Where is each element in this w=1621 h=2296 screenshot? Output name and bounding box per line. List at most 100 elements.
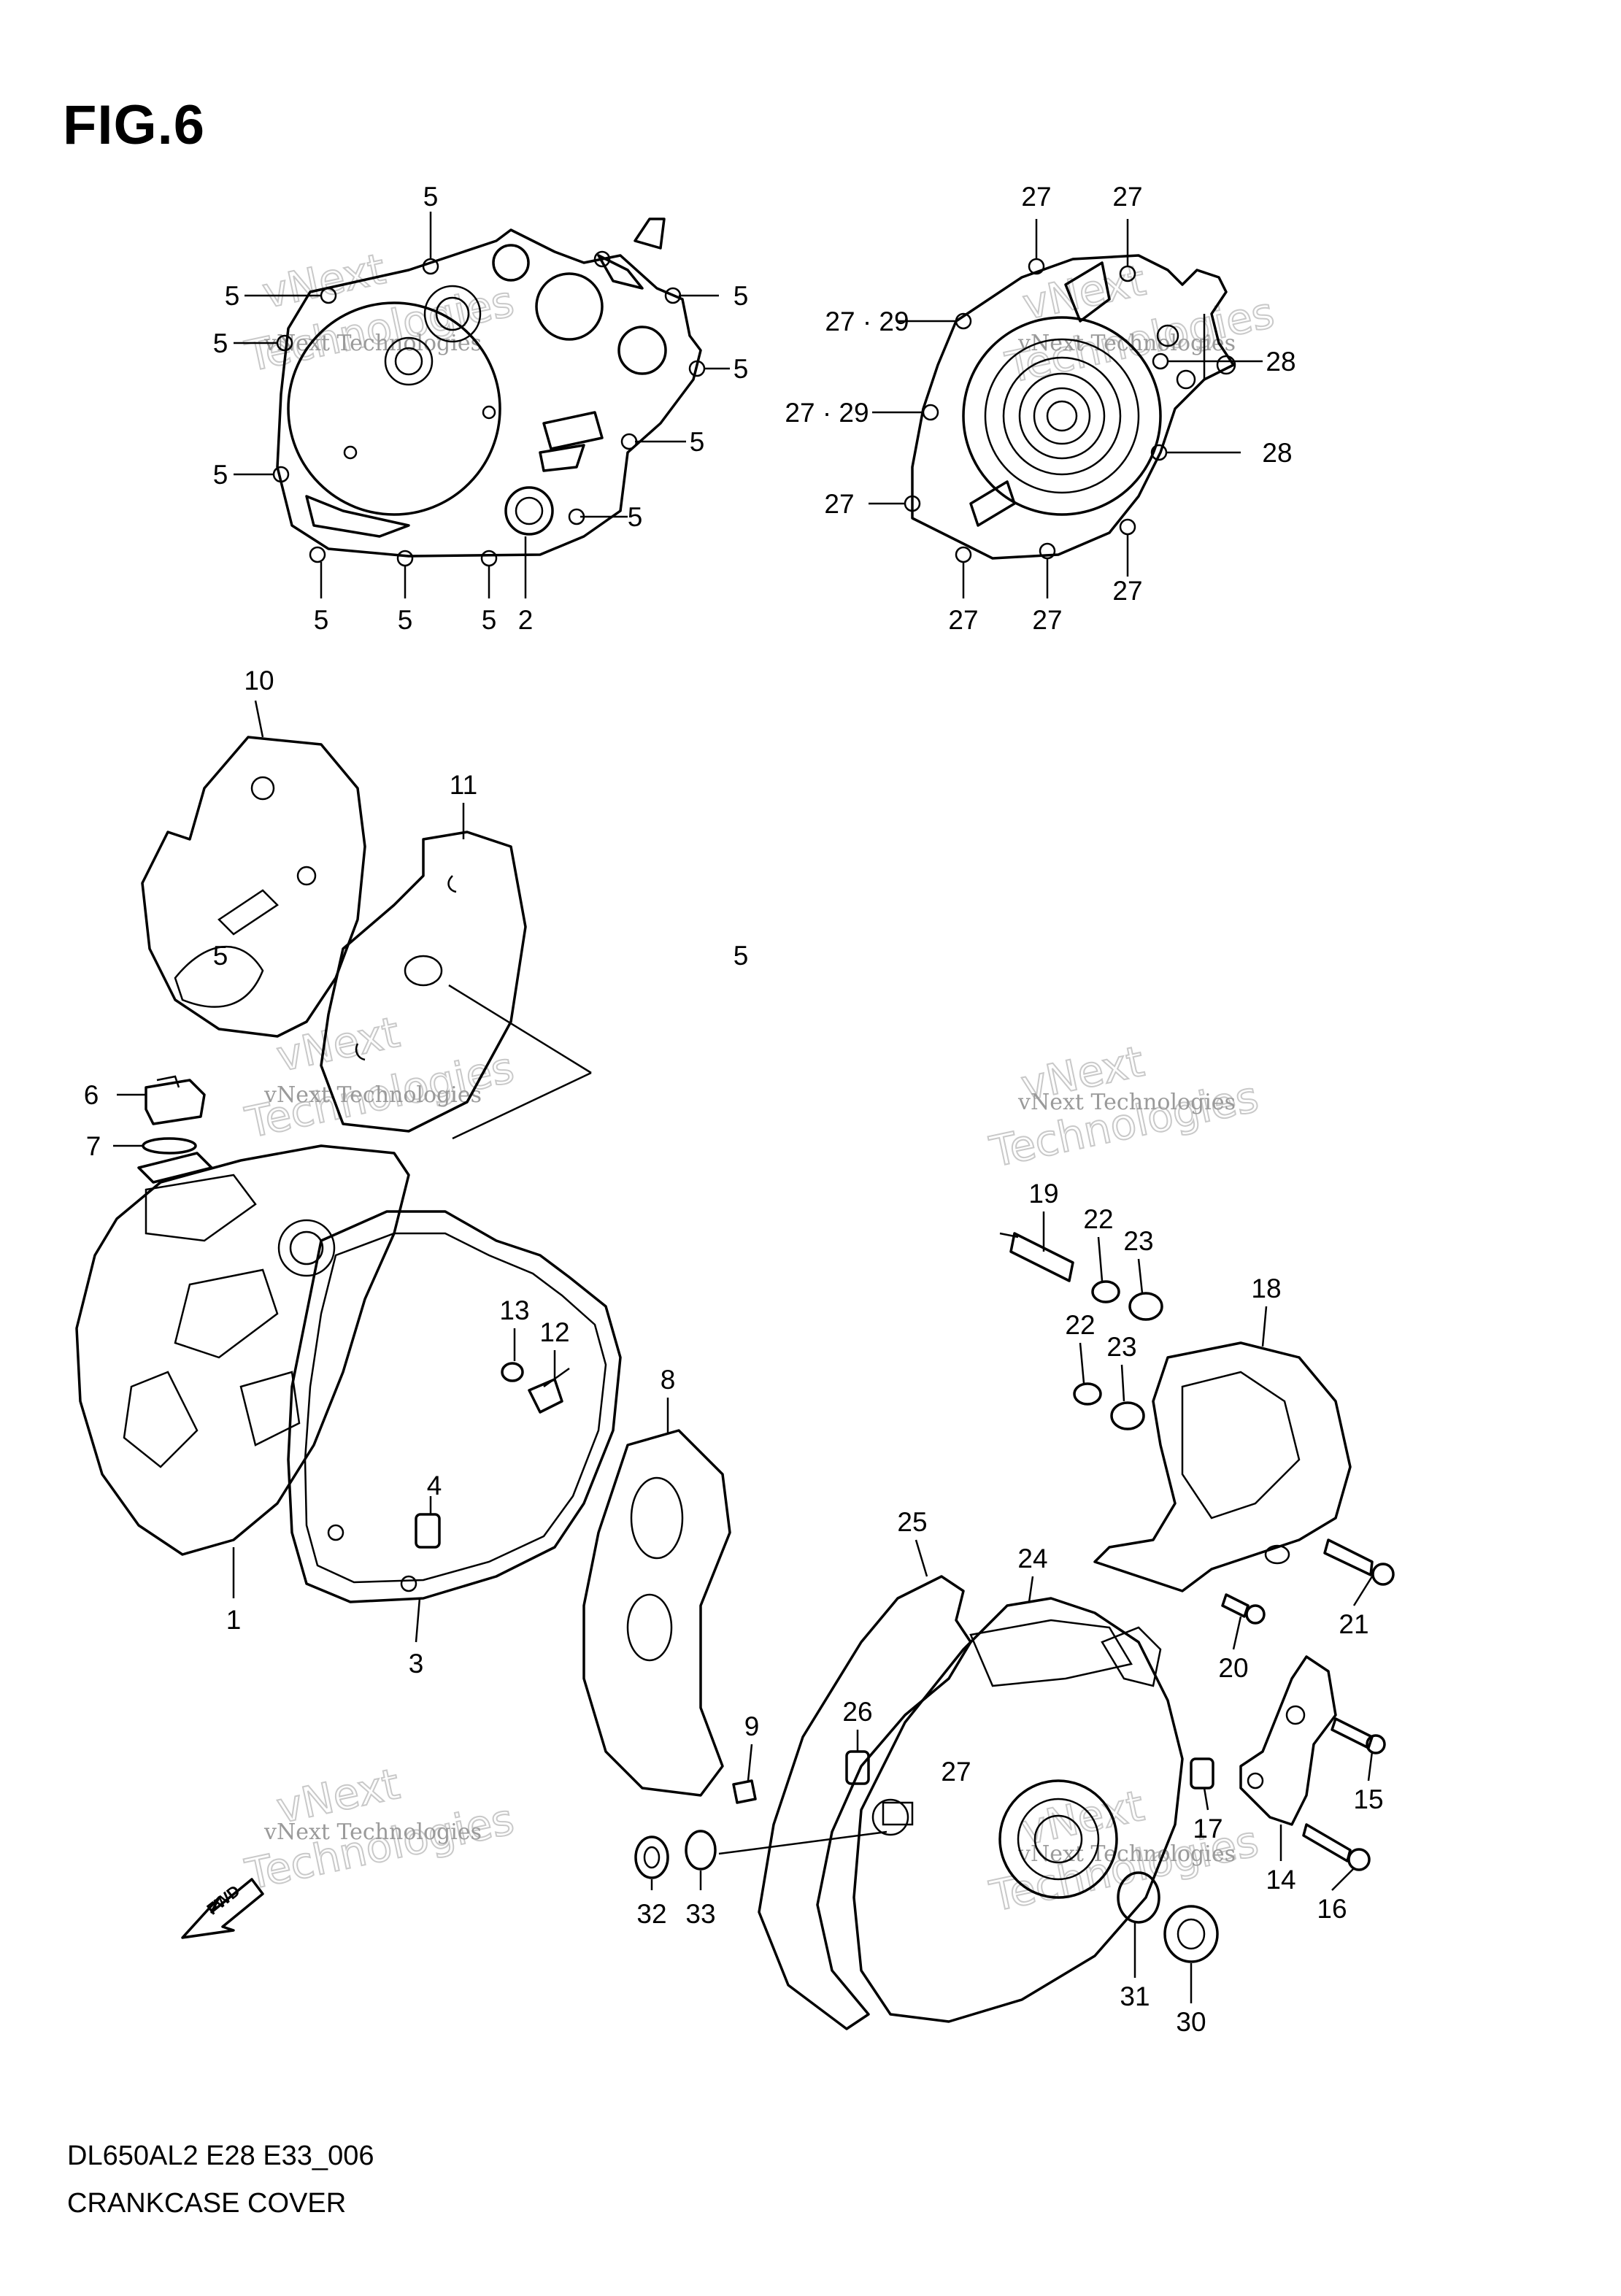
part-21-bolt — [1323, 1538, 1395, 1586]
part-11-plate — [320, 831, 527, 1133]
part-7-o-ring — [142, 1137, 197, 1155]
callout-label: 5 — [213, 941, 228, 971]
callout-label: 12 — [539, 1317, 569, 1347]
watermark-text: vNext Technologies — [1017, 1841, 1236, 1867]
callout-label: 16 — [1317, 1894, 1347, 1924]
callout-label: 5 — [734, 941, 749, 971]
part-3-gasket — [287, 1210, 622, 1603]
callout-label: 27 · 29 — [825, 307, 909, 336]
part-24-generator-cover — [852, 1597, 1184, 2023]
callout-label: 2 — [518, 605, 534, 635]
callout-label: 27 — [1112, 576, 1142, 606]
callout-label: 23 — [1106, 1332, 1136, 1362]
callout-label: 13 — [499, 1295, 529, 1325]
leader-lines — [113, 212, 1374, 2003]
part-23-grommet — [1128, 1292, 1163, 1321]
part-26-dowel — [845, 1750, 870, 1785]
callout-labels: 5 5 5 5 5 5 5 5 5 5 5 5 5 2 27 27 27 27 … — [84, 182, 1384, 2037]
part-9-bolt — [732, 1779, 757, 1804]
part-25-gasket — [758, 1575, 972, 2030]
callout-label: 27 — [824, 489, 854, 519]
part-30-plug — [1163, 1905, 1219, 1963]
part-6-filler-cap — [145, 1075, 206, 1125]
callout-label: 28 — [1266, 347, 1295, 377]
section-name: CRANKCASE COVER — [67, 2188, 347, 2219]
callout-label: 27 — [1021, 182, 1051, 212]
callout-label: 28 — [1262, 438, 1292, 468]
callout-label: 5 — [482, 605, 497, 635]
part-14-bracket — [1239, 1655, 1337, 1826]
part-33-o-ring — [685, 1830, 717, 1871]
callout-label: 27 — [1032, 605, 1062, 635]
watermark-text: vNext Technologies — [263, 1082, 482, 1108]
watermark-text: vNext Technologies — [1017, 331, 1236, 356]
callout-label: 10 — [244, 666, 274, 696]
callout-label: 11 — [450, 770, 477, 800]
callout-label: 14 — [1266, 1865, 1295, 1895]
callout-label: 27 — [948, 605, 978, 635]
callout-label: 32 — [636, 1899, 666, 1929]
callout-label: 5 — [213, 328, 228, 358]
callout-label: 5 — [225, 281, 240, 311]
callout-label: 17 — [1193, 1814, 1223, 1844]
callout-label: 20 — [1218, 1653, 1248, 1683]
callout-label: 9 — [744, 1711, 760, 1741]
part-16-bolt — [1302, 1823, 1371, 1871]
callout-label: 1 — [226, 1605, 242, 1635]
part-32-plug — [634, 1835, 669, 1879]
callout-label: 5 — [734, 281, 749, 311]
part-8-gasket — [582, 1429, 731, 1797]
callout-label: 27 — [941, 1757, 971, 1787]
clutch-cover-top-view — [272, 217, 706, 567]
callout-label: 25 — [897, 1507, 927, 1537]
callout-label: 6 — [84, 1080, 99, 1110]
watermark-text: vNext Technologies — [1017, 1090, 1236, 1115]
callout-label: 5 — [628, 502, 643, 532]
part-13-washer — [501, 1362, 524, 1382]
part-22-collar — [1091, 1280, 1120, 1303]
part-10-outer-cover — [141, 736, 366, 1038]
part-17-dowel — [1190, 1757, 1214, 1790]
callout-label: 8 — [661, 1365, 676, 1395]
callout-label: 5 — [314, 605, 329, 635]
part-20-bolt — [1221, 1593, 1266, 1625]
callout-label: 5 — [213, 460, 228, 490]
callout-label: 26 — [842, 1697, 872, 1727]
part-12-bolt — [528, 1367, 570, 1414]
callout-label: 15 — [1353, 1784, 1383, 1814]
callout-label: 5 — [423, 182, 439, 212]
callout-label: 23 — [1123, 1226, 1153, 1256]
callout-label: 18 — [1251, 1274, 1281, 1303]
part-18-sprocket-cover — [1093, 1341, 1352, 1592]
callout-label: 33 — [685, 1899, 715, 1929]
part-31-o-ring — [1117, 1871, 1160, 1924]
fwd-label: FWD — [204, 1881, 244, 1919]
callout-label: 19 — [1028, 1179, 1058, 1209]
callout-label: 31 — [1120, 1981, 1150, 2011]
callout-label: 5 — [734, 354, 749, 384]
part-22-collar — [1073, 1382, 1102, 1406]
callout-label: 4 — [427, 1471, 442, 1501]
callout-label: 30 — [1176, 2007, 1206, 2037]
watermark-text: vNext Technologies — [263, 331, 482, 356]
callout-label: 5 — [690, 427, 705, 457]
callout-label: 22 — [1083, 1204, 1113, 1234]
callout-label: 3 — [409, 1649, 424, 1679]
callout-label: 21 — [1339, 1609, 1368, 1639]
model-code: DL650AL2 E28 E33_006 — [67, 2141, 374, 2171]
part-19-stud — [999, 1232, 1074, 1282]
watermark-text: vNext Technologies — [263, 1819, 482, 1845]
callout-label: 22 — [1065, 1310, 1095, 1340]
part-4-dowel-pin — [415, 1513, 441, 1549]
part-1-clutch-cover — [75, 1144, 410, 1556]
callout-label: 5 — [398, 605, 413, 635]
callout-label: 24 — [1017, 1544, 1047, 1573]
figure-title: FIG.6 — [63, 94, 206, 156]
callout-label: 27 · 29 — [785, 398, 869, 428]
part-23-grommet — [1110, 1401, 1145, 1430]
part-15-bolt — [1331, 1717, 1386, 1754]
callout-label: 7 — [86, 1131, 101, 1161]
callout-label: 27 — [1112, 182, 1142, 212]
